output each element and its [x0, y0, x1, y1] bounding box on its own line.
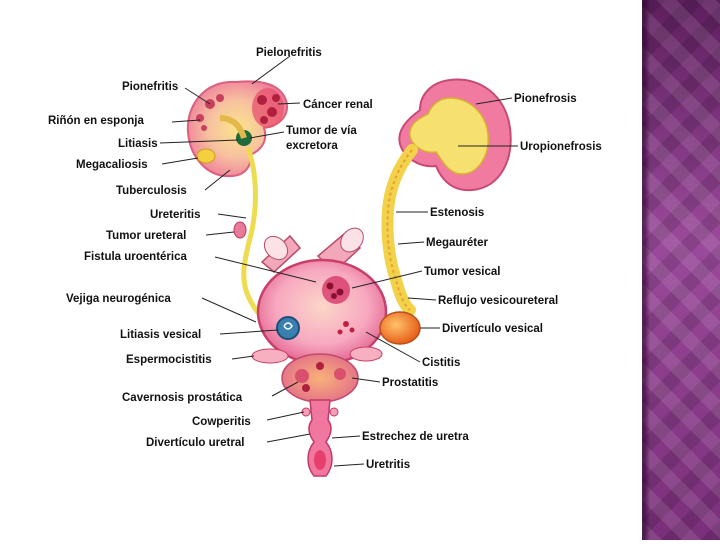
label-reflujo: Reflujo vesicoureteral	[438, 295, 558, 307]
ureteral-tumor	[234, 222, 246, 238]
label-tumor-via-2: excretora	[286, 140, 338, 152]
label-cowperitis: Cowperitis	[192, 416, 251, 428]
label-diverticulo-vesical: Divertículo vesical	[442, 323, 543, 335]
label-litiasis-vesical: Litiasis vesical	[120, 329, 201, 341]
label-tumor-ureteral: Tumor ureteral	[106, 230, 186, 242]
label-tumor-via-1: Tumor de vía	[286, 125, 357, 137]
label-vejiga-neurogenica: Vejiga neurogénica	[66, 293, 171, 305]
label-cistitis: Cistitis	[422, 357, 460, 369]
label-tuberculosis: Tuberculosis	[116, 185, 187, 197]
label-rinon-esponja: Riñón en esponja	[48, 115, 144, 127]
label-prostatitis: Prostatitis	[382, 377, 438, 389]
label-megacaliosis: Megacaliosis	[76, 159, 148, 171]
decorative-side-panel	[642, 0, 720, 540]
label-estenosis: Estenosis	[430, 207, 484, 219]
label-tumor-vesical: Tumor vesical	[424, 266, 501, 278]
label-diverticulo-uretral: Divertículo uretral	[146, 437, 244, 449]
label-litiasis: Litiasis	[118, 138, 158, 150]
label-cavernosis: Cavernosis prostática	[122, 392, 243, 404]
label-pionefrosis: Pionefrosis	[514, 93, 577, 105]
right-ureter	[387, 150, 412, 310]
label-uretritis: Uretritis	[366, 459, 410, 471]
label-uropionefrosis: Uropionefrosis	[520, 141, 602, 153]
label-cancer-renal: Cáncer renal	[303, 99, 373, 111]
urinary-diagram: Pielonefritis Pionefritis Riñón en espon…	[0, 0, 642, 540]
label-pielonefritis: Pielonefritis	[256, 47, 322, 59]
label-ureteritis: Ureteritis	[150, 209, 201, 221]
right-kidney	[399, 79, 510, 190]
prostate	[282, 354, 358, 402]
bladder-diverticulum	[380, 312, 420, 344]
label-fistula: Fistula uroentérica	[84, 251, 187, 263]
label-estrechez: Estrechez de uretra	[362, 431, 469, 443]
label-pionefritis: Pionefritis	[122, 81, 178, 93]
label-espermocistitis: Espermocistitis	[126, 354, 212, 366]
left-kidney	[188, 81, 287, 176]
label-megaureter: Megauréter	[426, 237, 489, 249]
